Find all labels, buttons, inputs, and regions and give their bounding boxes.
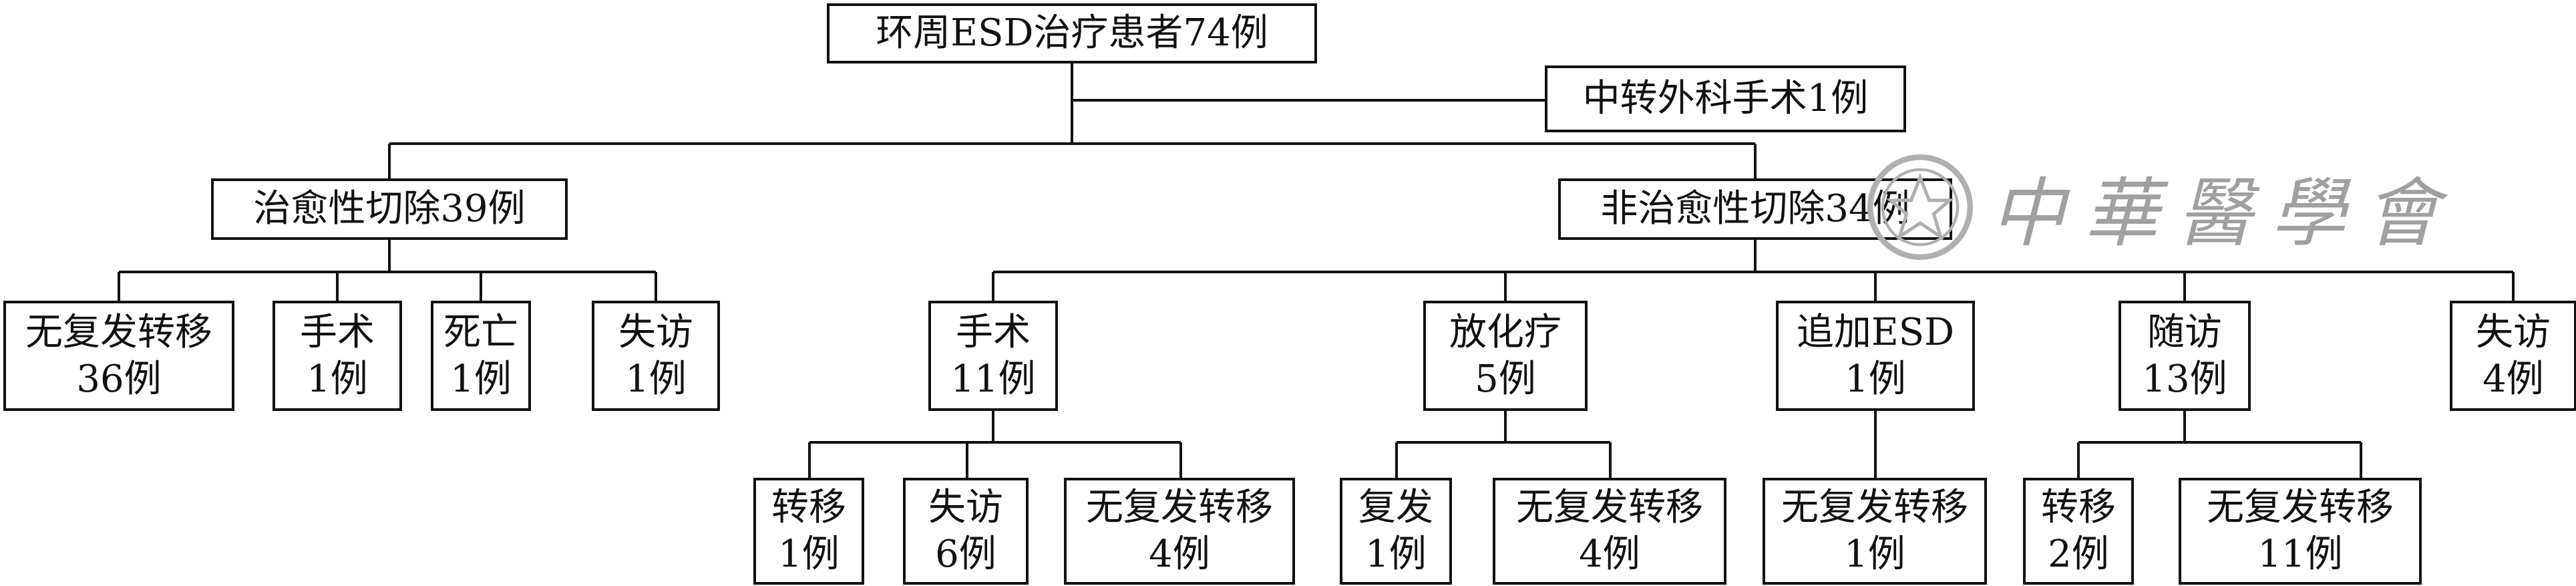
a-norec-node: 无复发转移 1例 [1763, 478, 1987, 585]
s-meta-node: 转移 1例 [753, 478, 864, 585]
node-count: 4例 [2482, 357, 2544, 401]
root-label: 环周ESD治疗患者74例 [876, 11, 1268, 55]
r-rec-node: 复发 1例 [1340, 478, 1452, 585]
s-norec-node: 无复发转移 4例 [1064, 478, 1295, 585]
nc-lost-node: 失访 4例 [2450, 301, 2576, 411]
node-label: 失访 [928, 486, 1003, 529]
r-norec-node: 无复发转移 4例 [1493, 478, 1726, 585]
node-count: 13例 [2142, 357, 2227, 401]
watermark-text: 中華醫學會 [1990, 170, 2458, 257]
nc-radio-node: 放化疗 5例 [1423, 301, 1588, 411]
node-label: 转移 [2041, 486, 2116, 529]
node-count: 1例 [625, 357, 687, 401]
node-label: 转移 [771, 486, 846, 529]
surgery-transfer-node: 中转外科手术1例 [1545, 65, 1906, 132]
s-lost-node: 失访 6例 [903, 478, 1029, 585]
cur-surgery-node: 手术 1例 [272, 301, 402, 411]
cur-lost-node: 失访 1例 [592, 301, 720, 411]
node-label: 手术 [956, 310, 1031, 354]
node-count: 1例 [1844, 533, 1905, 576]
society-seal-icon [1867, 154, 1974, 261]
node-label: 手术 [300, 310, 375, 354]
node-count: 1例 [450, 357, 512, 401]
curative-label: 治愈性切除39例 [253, 187, 526, 231]
node-count: 11例 [2257, 533, 2343, 576]
noncurative-label: 非治愈性切除34例 [1600, 187, 1910, 231]
watermark: 中華醫學會 [1863, 147, 2464, 267]
node-count: 36例 [76, 357, 162, 401]
node-label: 随访 [2147, 310, 2222, 354]
noncurative-node: 非治愈性切除34例 [1558, 178, 1952, 240]
node-count: 6例 [935, 533, 996, 576]
node-count: 4例 [1579, 533, 1640, 576]
root-node: 环周ESD治疗患者74例 [827, 3, 1317, 63]
node-label: 死亡 [443, 310, 518, 354]
node-label: 无复发转移 [1086, 486, 1273, 529]
node-count: 1例 [1365, 533, 1427, 576]
nc-surgery-node: 手术 11例 [928, 301, 1058, 411]
curative-node: 治愈性切除39例 [211, 178, 568, 240]
node-label: 复发 [1358, 486, 1433, 529]
node-label: 无复发转移 [2207, 486, 2394, 529]
f-norec-node: 无复发转移 11例 [2179, 478, 2422, 585]
nc-follow-node: 随访 13例 [2119, 301, 2251, 411]
node-count: 4例 [1149, 533, 1210, 576]
node-count: 2例 [2048, 533, 2109, 576]
f-meta-node: 转移 2例 [2023, 478, 2134, 585]
node-label: 无复发转移 [1781, 486, 1968, 529]
node-count: 11例 [950, 357, 1036, 401]
node-count: 5例 [1475, 357, 1536, 401]
node-label: 放化疗 [1449, 310, 1561, 354]
surgery-transfer-label: 中转外科手术1例 [1582, 77, 1869, 120]
node-label: 无复发转移 [25, 310, 212, 354]
node-count: 1例 [1845, 357, 1906, 401]
cur-norec-node: 无复发转移 36例 [3, 301, 234, 411]
cur-death-node: 死亡 1例 [431, 301, 531, 411]
node-count: 1例 [778, 533, 840, 576]
node-label: 无复发转移 [1516, 486, 1703, 529]
node-label: 追加ESD [1796, 310, 1955, 354]
node-label: 失访 [618, 310, 693, 354]
node-count: 1例 [307, 357, 368, 401]
nc-addesd-node: 追加ESD 1例 [1776, 301, 1975, 411]
node-label: 失访 [2476, 310, 2551, 354]
